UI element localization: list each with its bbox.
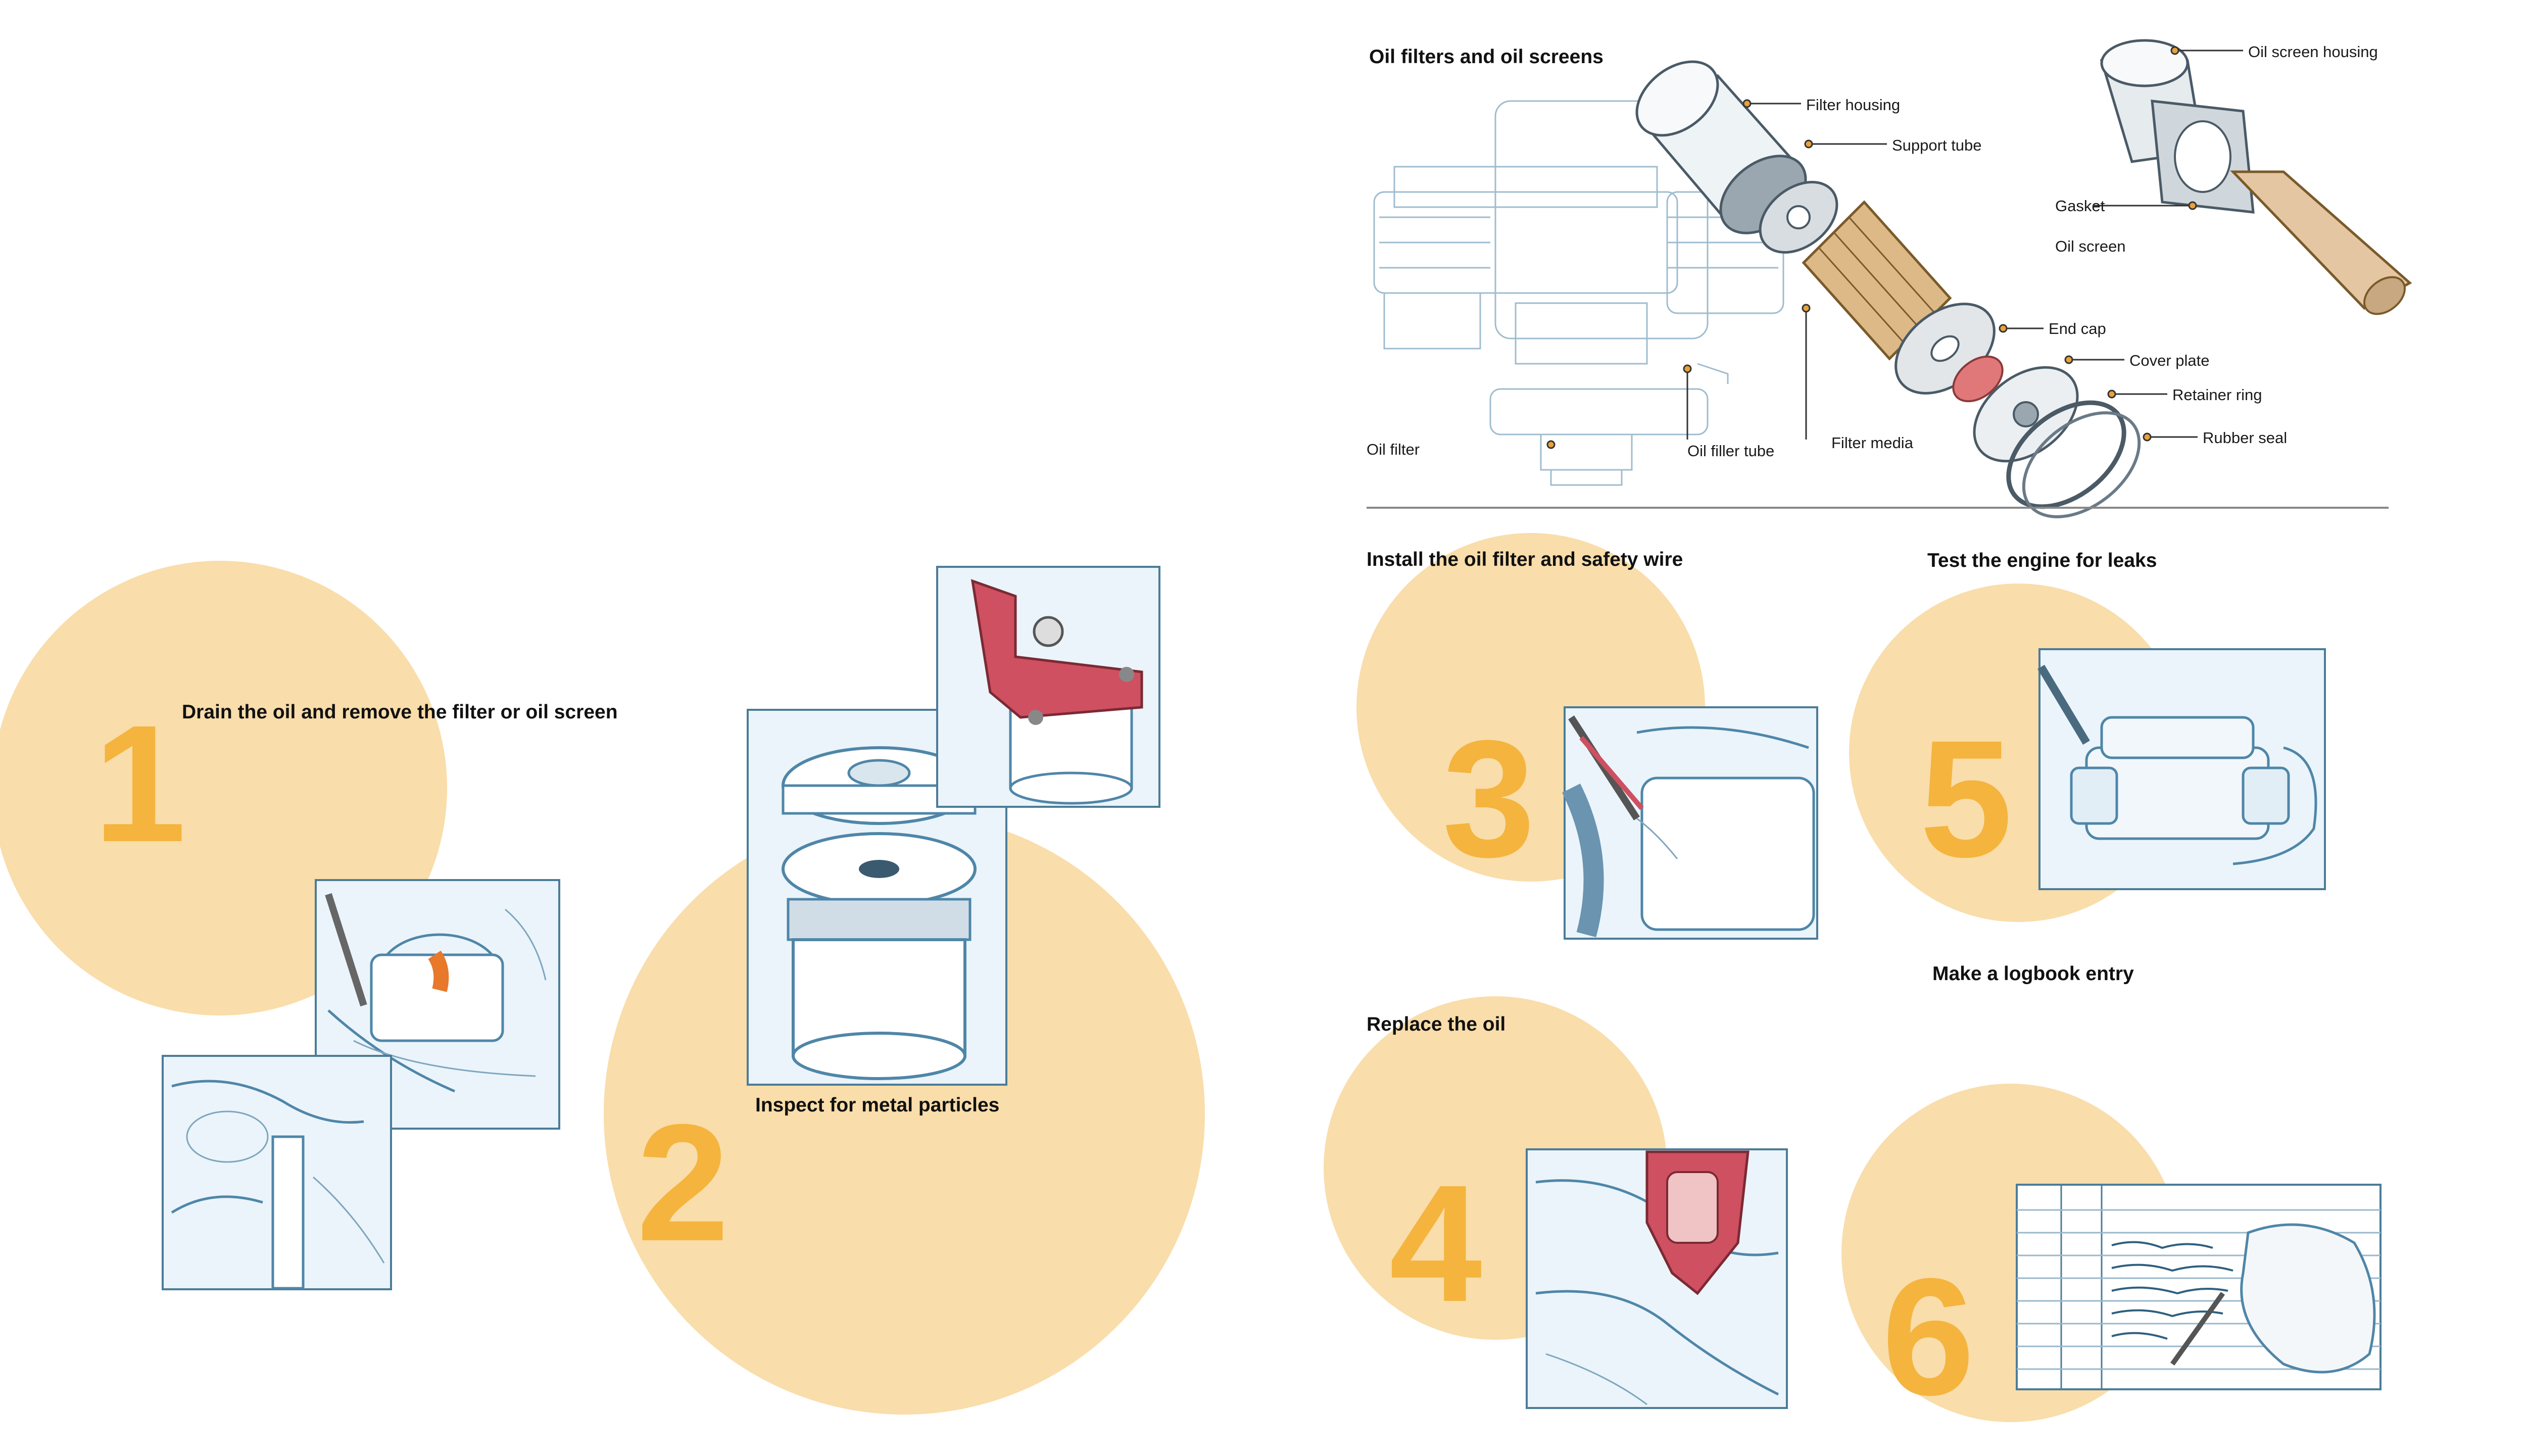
step-3-safety-wire-illustration [1562, 706, 1818, 940]
label-filter-housing: Filter housing [1806, 96, 1900, 114]
label-oil-filter: Oil filter [1367, 441, 1420, 458]
step-6-number: 6 [1882, 1243, 1975, 1430]
step-1-number: 1 [93, 690, 186, 877]
oil-screen-illustration [2230, 170, 2412, 315]
step-4-oil-pour-illustration [1526, 1148, 1788, 1409]
step-5-engine-run-illustration [2037, 648, 2326, 890]
step-2-filter-wrench-illustration [936, 566, 1160, 808]
filter-housing-illustration [1635, 60, 1807, 234]
step-4-number: 4 [1389, 1150, 1483, 1336]
label-gasket: Gasket [2055, 197, 2105, 215]
label-end-cap: End cap [2049, 320, 2106, 337]
label-support-tube: Support tube [1892, 136, 1982, 154]
step-5-title: Test the engine for leaks [1927, 550, 2157, 571]
label-filter-media: Filter media [1831, 434, 1914, 452]
step-4-title: Replace the oil [1367, 1013, 1505, 1035]
label-rubber-seal: Rubber seal [2203, 429, 2287, 447]
step-3-number: 3 [1442, 705, 1535, 892]
label-oil-screen: Oil screen [2055, 237, 2126, 255]
label-retainer-ring: Retainer ring [2172, 386, 2262, 404]
label-oil-filler-tube: Oil filler tube [1687, 442, 1774, 460]
step-6-title: Make a logbook entry [1932, 963, 2134, 985]
label-oil-screen-housing: Oil screen housing [2248, 43, 2378, 61]
step-3-title: Install the oil filter and safety wire [1367, 549, 1683, 570]
step-2-number: 2 [637, 1089, 730, 1276]
support-tube-illustration [1759, 181, 1838, 254]
label-cover-plate: Cover plate [2129, 352, 2210, 369]
oil-screen-housing-illustration [2100, 39, 2255, 214]
diagram-labels: Filter housing Support tube Oil screen h… [1367, 43, 2378, 460]
step-5-number: 5 [1920, 705, 2013, 892]
rubber-seal-illustration [2022, 411, 2141, 518]
step-1-title: Drain the oil and remove the filter or o… [182, 701, 618, 723]
step-2-title: Inspect for metal particles [755, 1094, 999, 1116]
diagram-leader-lines [1546, 46, 2243, 449]
step-1-drain-illustration [162, 1055, 392, 1290]
filter-media-illustration [1802, 200, 1952, 361]
gasket-red-illustration [1952, 355, 2004, 403]
step-6-logbook-illustration [2016, 1184, 2382, 1390]
diagram-title: Oil filters and oil screens [1369, 46, 1604, 68]
